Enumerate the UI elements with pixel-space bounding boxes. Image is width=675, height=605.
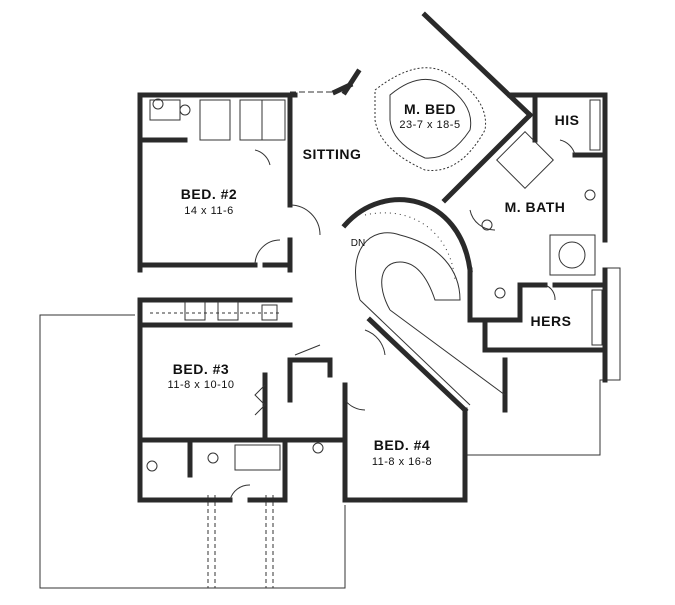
sink <box>481 219 493 231</box>
master-bed-dims: 23-7 x 18-5 <box>399 119 461 131</box>
toilet <box>494 287 506 299</box>
vanity <box>184 301 206 321</box>
bed4-dims: 11-8 x 16-8 <box>371 456 433 468</box>
stair-run <box>355 232 461 311</box>
tray-ceiling-inner <box>389 78 472 159</box>
stair-down-label: DN <box>350 238 366 249</box>
bifold-door <box>254 384 266 416</box>
door-swing <box>544 284 556 301</box>
bed2-label: BED. #2 <box>180 186 238 202</box>
shower <box>496 131 554 189</box>
toilet <box>207 452 219 464</box>
corner-tub <box>549 234 596 276</box>
door-swing <box>229 484 251 501</box>
bed3-label: BED. #3 <box>172 361 230 377</box>
door-swing <box>254 149 271 166</box>
door-swing <box>364 329 386 356</box>
bathtub <box>234 444 281 471</box>
door-swing <box>294 344 321 356</box>
hers-label: HERS <box>530 313 572 329</box>
stair-treads <box>364 212 456 281</box>
vanity <box>217 301 239 321</box>
master-bath-label: M. BATH <box>504 199 566 215</box>
door-swing <box>559 139 576 156</box>
wall <box>341 68 362 96</box>
deck-outline-right <box>465 267 621 456</box>
his-closet-shelf <box>589 99 601 151</box>
door-swing <box>254 239 281 266</box>
hers-closet-shelf <box>591 289 603 346</box>
sink <box>312 442 324 454</box>
sink <box>152 98 164 110</box>
vanity <box>149 99 181 121</box>
sink <box>146 460 158 472</box>
tray-ceiling <box>374 67 487 171</box>
wall <box>366 316 469 414</box>
wall <box>441 111 534 204</box>
bed3-dims: 11-8 x 10-10 <box>167 379 235 391</box>
stair-wall <box>341 197 473 273</box>
sitting-label: SITTING <box>302 146 362 162</box>
wall <box>421 11 534 119</box>
door-swing <box>344 399 366 411</box>
his-label: HIS <box>554 112 580 128</box>
toilet <box>179 104 191 116</box>
master-bed-label: M. BED <box>404 101 456 117</box>
door-swing <box>289 204 321 236</box>
bed4-label: BED. #4 <box>373 437 431 453</box>
sink <box>584 189 596 201</box>
door-swing <box>469 209 496 231</box>
bed2-dims: 14 x 11-6 <box>184 205 234 217</box>
deck-outline-left <box>39 314 346 589</box>
bathtub <box>199 99 231 141</box>
